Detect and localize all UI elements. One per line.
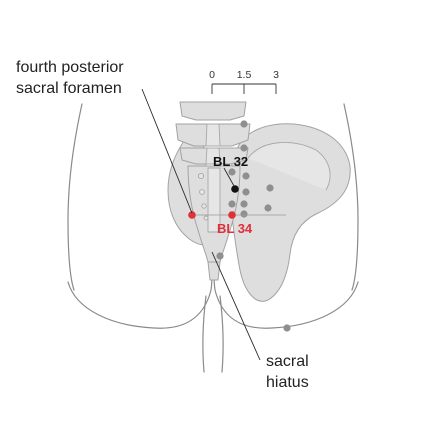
coccyx <box>207 261 221 281</box>
sacral-foramen-2 <box>199 189 205 195</box>
reference-point <box>216 252 224 260</box>
reference-point <box>264 204 272 212</box>
bl34-label: BL 34 <box>217 221 253 236</box>
reference-point <box>228 200 236 208</box>
bl32-leader-line <box>223 167 235 187</box>
right-buttock-outline <box>213 271 359 329</box>
scale-tick-label-3: 3 <box>273 69 279 81</box>
right-flank-outline <box>343 103 359 291</box>
reference-points <box>216 120 291 332</box>
sacral-foramen-4 <box>203 215 209 221</box>
fourth-posterior-sacral-foramen-marker <box>188 211 196 219</box>
median-sacral-crest <box>207 167 221 233</box>
hiatus-label-line2: hiatus <box>266 374 309 391</box>
reference-point <box>266 184 274 192</box>
l3-vertebra <box>179 101 247 121</box>
scale-bar: 0 1.5 3 <box>209 69 279 94</box>
body-outline <box>67 103 359 373</box>
foramen-leader-line <box>141 88 193 214</box>
leader-lines <box>141 88 261 361</box>
bl32-label: BL 32 <box>213 154 248 169</box>
lumbar-vertebrae <box>175 101 251 165</box>
reference-point <box>240 210 248 218</box>
l4-spinous-process <box>205 123 221 147</box>
pelvis <box>167 123 351 302</box>
hiatus-label-line1: sacral <box>266 353 309 370</box>
foramen-label-line2: sacral foramen <box>16 80 122 97</box>
reference-point <box>240 120 248 128</box>
left-buttock-outline <box>67 271 213 329</box>
reference-point <box>240 144 248 152</box>
scale-tick-label-1-5: 1.5 <box>237 69 252 81</box>
left-flank-outline <box>67 103 83 291</box>
reference-point <box>242 188 250 196</box>
bl34-point <box>228 211 236 219</box>
right-thigh-outline <box>219 295 224 373</box>
sacrum <box>187 165 241 281</box>
reference-point <box>283 324 291 332</box>
reference-point <box>228 168 236 176</box>
hiatus-leader-line <box>211 251 261 361</box>
sacral-foramen-3 <box>201 203 207 209</box>
reference-point <box>242 172 250 180</box>
acupoints <box>188 185 239 219</box>
reference-point <box>240 200 248 208</box>
bl32-point <box>231 185 239 193</box>
sacral-foramen-1 <box>197 172 205 180</box>
foramen-label-line1: fourth posterior <box>16 59 124 76</box>
right-ilium-inner-contour <box>247 142 331 191</box>
scale-tick-label-0: 0 <box>209 69 215 81</box>
l5-spinous-process <box>205 147 221 165</box>
left-thigh-outline <box>202 295 207 373</box>
